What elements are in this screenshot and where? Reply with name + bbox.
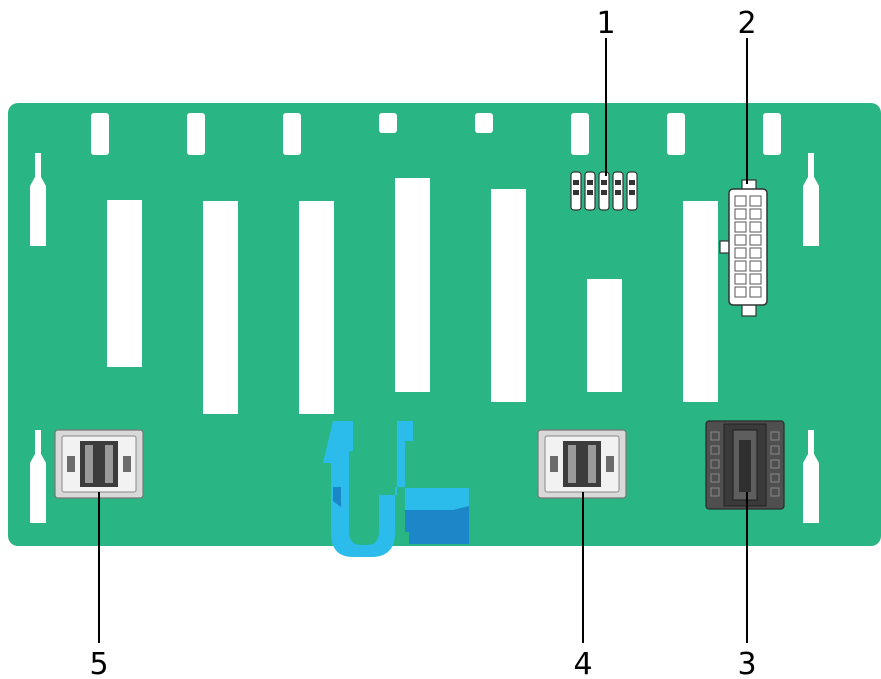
top-slot	[187, 113, 205, 155]
keyhole-slot	[30, 153, 46, 246]
slimsas-connector-left	[54, 429, 144, 499]
airflow-cutout	[395, 178, 430, 392]
top-slot	[379, 113, 397, 133]
callout-1: 1	[596, 6, 615, 41]
keyhole-slot	[803, 153, 819, 246]
airflow-cutout	[299, 201, 334, 414]
airflow-cutout	[587, 279, 622, 392]
airflow-cutout	[683, 201, 718, 402]
indicator-pin-header	[570, 171, 638, 211]
top-slot	[283, 113, 301, 155]
callout-4: 4	[573, 647, 592, 679]
airflow-cutout	[107, 200, 142, 367]
top-slot	[667, 113, 685, 155]
top-slot	[475, 113, 493, 133]
top-slot	[571, 113, 589, 155]
callout-3: 3	[737, 647, 756, 679]
release-latch	[323, 421, 469, 557]
top-slot	[763, 113, 781, 155]
mounting-keyholes	[30, 153, 819, 523]
airflow-cutout	[203, 201, 238, 414]
keyhole-slot	[803, 430, 819, 523]
airflow-cutouts	[107, 178, 718, 414]
top-slot	[91, 113, 109, 155]
high-density-signal-connector	[705, 420, 785, 510]
airflow-cutout	[491, 189, 526, 402]
leader-lines	[98, 38, 748, 643]
slimsas-connector-right	[537, 429, 627, 499]
power-connector	[719, 179, 768, 317]
keyhole-slot	[30, 430, 46, 523]
top-slot-row	[91, 113, 781, 155]
callout-5: 5	[89, 647, 108, 679]
callout-2: 2	[737, 6, 756, 41]
